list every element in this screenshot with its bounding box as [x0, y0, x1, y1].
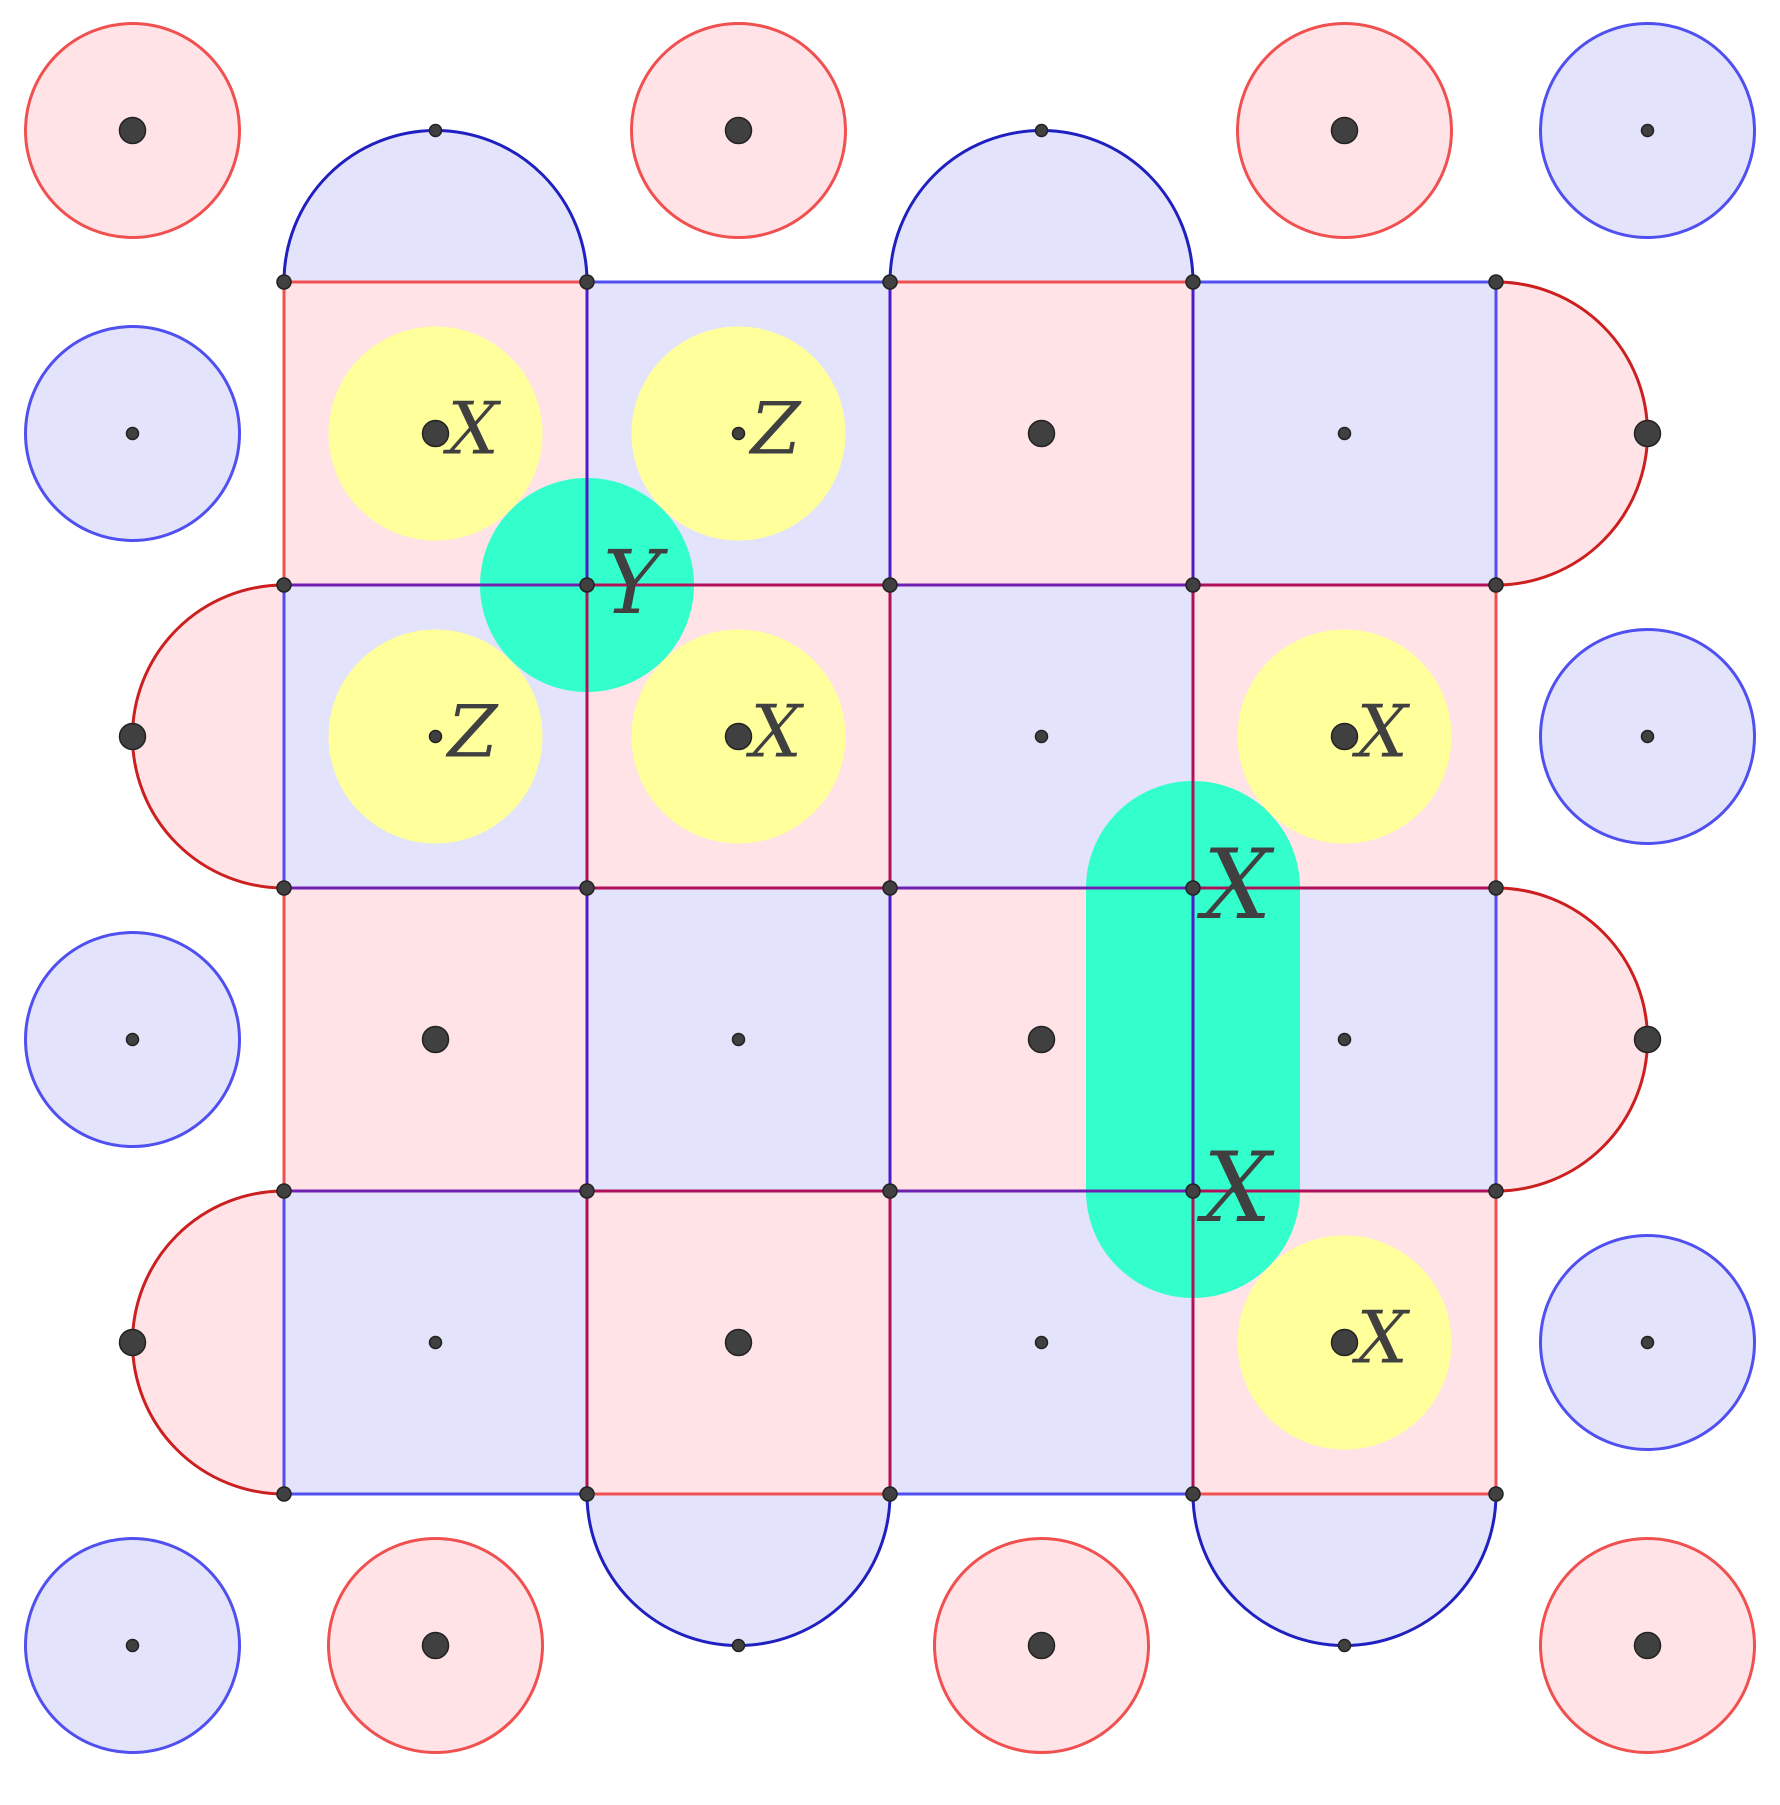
cell-center-dot: [1034, 729, 1049, 744]
operator-label-y: Y: [603, 531, 669, 634]
boundary-arc: [1191, 1492, 1498, 1647]
grid-edges: [282, 280, 1498, 1496]
cell-center-dot: [1027, 1025, 1056, 1054]
boundary-arc: [282, 129, 589, 284]
outer-circle-dot: [724, 116, 753, 145]
cell-center-dot: [724, 1328, 753, 1357]
arc-tip-dot: [428, 123, 443, 138]
cell-center-dot: [731, 1032, 746, 1047]
vertex-dots: [276, 274, 1504, 1502]
vertex-dot: [276, 577, 292, 593]
operator-label: X: [1352, 1296, 1411, 1380]
cell-center-dot: [421, 419, 450, 448]
outer-circle-dot: [1027, 1631, 1056, 1660]
vertex-dot: [276, 1183, 292, 1199]
boundary-arc: [131, 1189, 286, 1496]
boundary-arc: [1494, 280, 1649, 587]
arc-tip-dot: [118, 722, 147, 751]
vertex-dot: [1185, 1486, 1201, 1502]
operator-label-stadium: X: [1196, 1132, 1275, 1244]
arc-tip-dot: [1034, 123, 1049, 138]
vertex-dot: [1488, 274, 1504, 290]
boundary-arcs: [118, 123, 1662, 1653]
outer-circle-dot: [125, 1638, 140, 1653]
vertex-dot: [1185, 880, 1201, 896]
vertex-dot: [882, 1486, 898, 1502]
cell-center-dot: [724, 722, 753, 751]
cell-center-dot: [1330, 1328, 1359, 1357]
operator-label: Z: [446, 690, 500, 774]
boundary-arc: [1494, 886, 1649, 1193]
vertex-dot: [882, 1183, 898, 1199]
vertex-dot: [276, 274, 292, 290]
operator-label: X: [746, 690, 805, 774]
vertex-dot: [579, 880, 595, 896]
boundary-arc: [131, 583, 286, 890]
cell-center-dot: [428, 729, 443, 744]
outer-circle-dot: [1330, 116, 1359, 145]
outer-circle-dot: [1640, 123, 1655, 138]
cell-center-dot: [421, 1025, 450, 1054]
outer-circle-dot: [1633, 1631, 1662, 1660]
vertex-dot: [579, 577, 595, 593]
vertex-dot: [1185, 274, 1201, 290]
operator-label: Z: [749, 387, 803, 471]
cell-center-dots: [421, 419, 1359, 1357]
outer-circle-dot: [125, 1032, 140, 1047]
outer-circle-dot: [1640, 1335, 1655, 1350]
operator-label: X: [443, 387, 502, 471]
outer-circle-dot: [118, 116, 147, 145]
operator-label: X: [1352, 690, 1411, 774]
outer-circle-dot: [421, 1631, 450, 1660]
vertex-dot: [1488, 1486, 1504, 1502]
vertex-dot: [1185, 1183, 1201, 1199]
cell-center-dot: [1337, 1032, 1352, 1047]
vertex-dot: [579, 1486, 595, 1502]
cell-center-dot: [1034, 1335, 1049, 1350]
vertex-dot: [579, 1183, 595, 1199]
cell-center-dot: [1330, 722, 1359, 751]
cell-center-dot: [428, 1335, 443, 1350]
boundary-arc: [585, 1492, 892, 1647]
boundary-arc: [888, 129, 1195, 284]
vertex-dot: [1488, 577, 1504, 593]
arc-tip-dot: [731, 1638, 746, 1653]
cell-center-dot: [1027, 419, 1056, 448]
arc-tip-dot: [1337, 1638, 1352, 1653]
vertex-dot: [882, 274, 898, 290]
vertex-dot: [579, 274, 595, 290]
arc-tip-dot: [118, 1328, 147, 1357]
operator-label-stadium: X: [1196, 829, 1275, 941]
vertex-dot: [1488, 880, 1504, 896]
arc-tip-dot: [1633, 419, 1662, 448]
vertex-dot: [276, 1486, 292, 1502]
vertex-dot: [1185, 577, 1201, 593]
arc-tip-dot: [1633, 1025, 1662, 1054]
vertex-dot: [882, 880, 898, 896]
vertex-dot: [1488, 1183, 1504, 1199]
vertex-dot: [276, 880, 292, 896]
cell-center-dot: [731, 426, 746, 441]
vertex-dot: [882, 577, 898, 593]
outer-circle-dot: [1640, 729, 1655, 744]
outer-qubit-circles: [24, 22, 1756, 1754]
cell-center-dot: [1337, 426, 1352, 441]
outer-circle-dot: [125, 426, 140, 441]
